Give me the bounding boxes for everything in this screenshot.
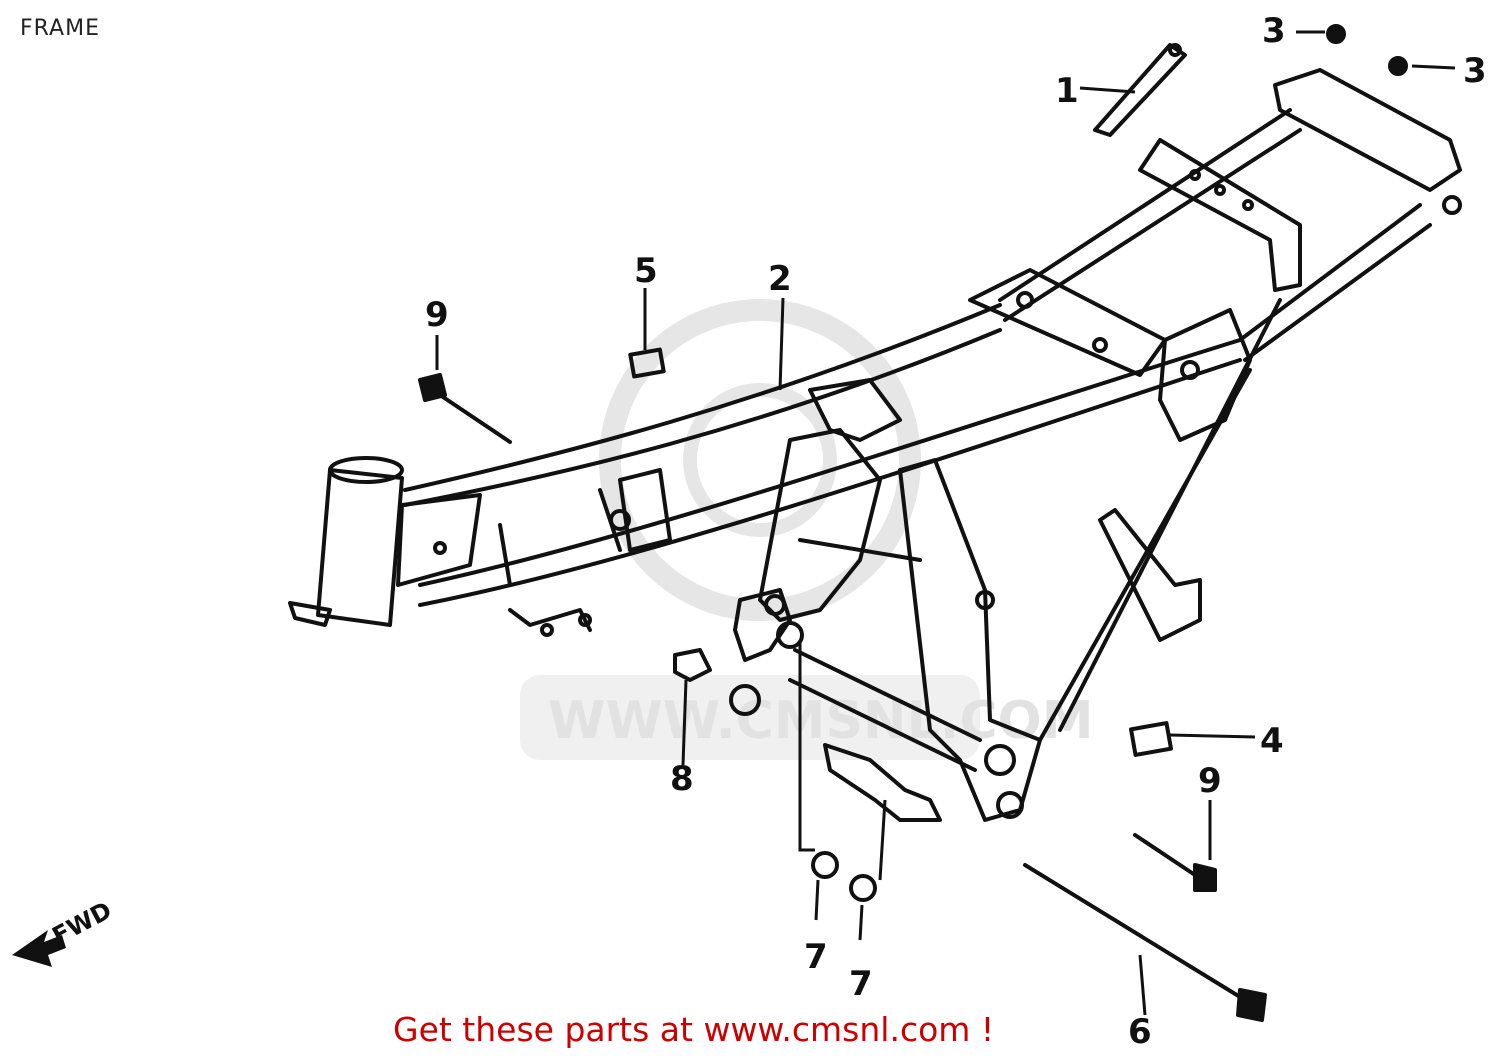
head-tube (316, 468, 404, 627)
bolt-right (1133, 833, 1197, 877)
callout-6: 6 (1128, 1012, 1152, 1052)
rear-side-plate (1158, 308, 1252, 442)
callout-1: 1 (1055, 71, 1079, 111)
main-spar-right (418, 338, 1242, 587)
pivot-plate (898, 458, 1042, 822)
label-plate-5 (628, 347, 666, 379)
frame-drawing (288, 68, 1462, 822)
nut-8 (673, 648, 712, 682)
seat-rail-upper (998, 108, 1292, 302)
callout-3a: 3 (1262, 11, 1286, 51)
stand-bracket (823, 743, 942, 822)
page-title: FRAME (20, 16, 100, 41)
head-gusset (396, 493, 482, 587)
leader-lines (435, 30, 1456, 1016)
rear-cross-member (1273, 68, 1462, 192)
fwd-arrow-icon (12, 930, 66, 967)
loose-parts (418, 24, 1408, 1022)
nut-right (1388, 56, 1408, 76)
watermark-text: WWW.CMSNL.COM (548, 691, 1093, 751)
long-bolt (1023, 863, 1247, 1002)
fwd-indicator: FWD (12, 896, 116, 967)
callout-7a: 7 (804, 937, 828, 977)
label-plate-4 (1129, 721, 1173, 757)
nut-upper-right (1326, 24, 1346, 44)
seat-rail-lower (1238, 203, 1422, 342)
center-plate (968, 268, 1167, 377)
footer-parts-link[interactable]: Get these parts at www.cmsnl.com ! (393, 1010, 995, 1049)
callout-5: 5 (634, 251, 658, 291)
callout-4: 4 (1260, 721, 1284, 761)
cross-brace (808, 378, 902, 442)
nut-7a (811, 851, 839, 879)
main-spar-left (403, 303, 1002, 492)
nut-7b (849, 874, 877, 902)
callout-9b: 9 (1198, 761, 1222, 801)
callout-8: 8 (670, 759, 694, 799)
callouts: 1 2 3 3 4 5 6 7 7 8 9 9 (425, 11, 1487, 1052)
fwd-label: FWD (48, 896, 117, 950)
seat-bracket (1138, 138, 1302, 292)
rear-down-tube (1038, 368, 1252, 742)
callout-3b: 3 (1463, 51, 1487, 91)
callout-7b: 7 (849, 964, 873, 1004)
callout-2: 2 (768, 259, 792, 299)
callout-9a: 9 (425, 295, 449, 335)
